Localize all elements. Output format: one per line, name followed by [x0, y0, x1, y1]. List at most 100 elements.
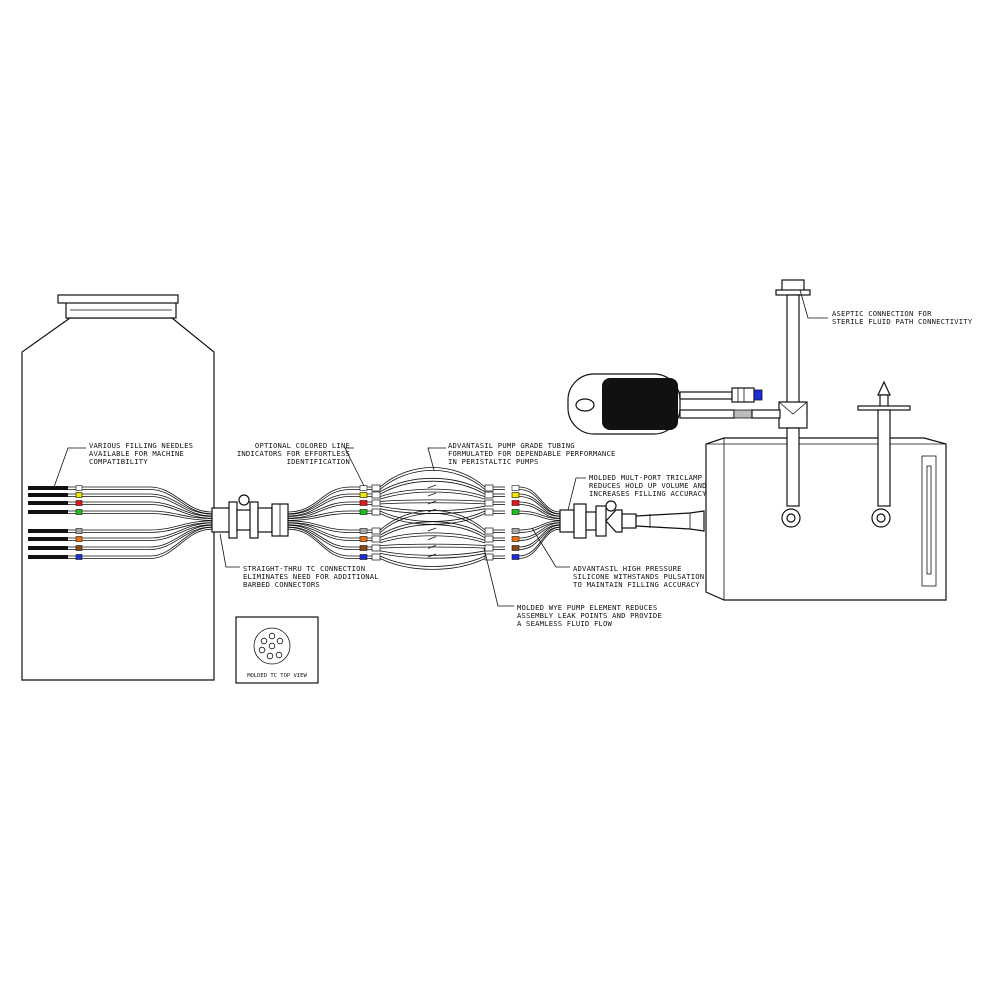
svg-text:ELIMINATES NEED FOR ADDITIONAL: ELIMINATES NEED FOR ADDITIONAL: [243, 572, 379, 581]
distribution-line-edge: [287, 496, 380, 517]
color-indicator: [511, 554, 520, 560]
wye-fitting: [484, 484, 494, 492]
needle-line: [28, 493, 213, 515]
svg-text:IDENTIFICATION: IDENTIFICATION: [287, 457, 350, 466]
callout-straight-thru: STRAIGHT-THRU TC CONNECTION ELIMINATES N…: [243, 564, 379, 589]
pump-tube-edge: [379, 469, 486, 490]
sample-bag: [567, 373, 781, 435]
tube-mark: [427, 544, 437, 549]
distribution-line-edge: [287, 528, 380, 559]
silicone-line-edge: [518, 496, 561, 517]
straight-thru-tc-connector: [211, 494, 289, 539]
color-indicator: [75, 500, 83, 506]
color-indicator: [359, 485, 368, 491]
svg-text:SILICONE WITHSTANDS PULSATION: SILICONE WITHSTANDS PULSATION: [573, 572, 704, 581]
svg-text:COMPATIBILITY: COMPATIBILITY: [89, 457, 148, 466]
color-indicator: [359, 509, 368, 515]
needle-line: [28, 520, 213, 531]
color-indicator: [75, 554, 83, 560]
aseptic-connection-assembly: [775, 279, 811, 528]
color-indicator: [75, 536, 83, 542]
wye-fitting: [371, 527, 381, 535]
pump-tube: [379, 555, 486, 567]
silicone-line: [518, 510, 561, 519]
distribution-line-edge: [287, 504, 380, 519]
tube-mark: [427, 500, 437, 505]
silicone-line: [518, 493, 561, 515]
wye-fitting: [484, 527, 494, 535]
svg-text:STRAIGHT-THRU TC CONNECTION: STRAIGHT-THRU TC CONNECTION: [243, 564, 365, 573]
filling-needle-lines: [28, 485, 213, 560]
distribution-line: [287, 520, 380, 531]
needle-line: [28, 510, 213, 519]
color-indicator: [75, 492, 83, 498]
pump-tube: [379, 488, 486, 497]
svg-text:TO MAINTAIN FILLING ACCURACY: TO MAINTAIN FILLING ACCURACY: [573, 580, 700, 589]
distribution-line: [287, 527, 380, 557]
pump-tube-edge: [379, 524, 486, 539]
colored-distribution-lines: [287, 484, 381, 561]
distribution-line-edge: [287, 522, 380, 533]
svg-text:BARBED CONNECTORS: BARBED CONNECTORS: [243, 580, 320, 589]
silicone-line: [518, 501, 561, 517]
callout-high-pressure: ADVANTASIL HIGH PRESSURE SILICONE WITHST…: [573, 564, 704, 589]
color-indicator: [75, 485, 83, 491]
color-indicator: [75, 528, 83, 534]
pump-tube: [379, 550, 486, 556]
silicone-line: [518, 486, 561, 513]
svg-text:IN PERISTALTIC PUMPS: IN PERISTALTIC PUMPS: [448, 457, 539, 466]
pump-tube: [379, 543, 486, 546]
pump-tube-edge: [379, 491, 486, 500]
silicone-line-edge: [518, 513, 561, 521]
filling-needle: [28, 529, 68, 533]
color-indicator: [511, 536, 520, 542]
silicone-line-edge: [518, 489, 561, 515]
silicone-line: [518, 520, 561, 531]
color-indicator: [359, 536, 368, 542]
svg-text:OPTIONAL COLORED LINE: OPTIONAL COLORED LINE: [255, 441, 350, 450]
color-indicator: [75, 545, 83, 551]
color-indicator: [511, 509, 520, 515]
needle-line: [28, 524, 213, 548]
multi-port-triclamp: [559, 500, 705, 539]
color-indicator: [511, 492, 520, 498]
silicone-line-edge: [518, 504, 561, 519]
callout-wye-element: MOLDED WYE PUMP ELEMENT REDUCES ASSEMBLY…: [517, 603, 662, 628]
pump-tube-edge: [379, 480, 486, 495]
color-indicator: [511, 528, 520, 534]
color-indicator: [359, 545, 368, 551]
svg-text:REDUCES HOLD UP VOLUME AND: REDUCES HOLD UP VOLUME AND: [589, 481, 707, 490]
wye-fitting: [371, 508, 381, 516]
wye-fitting: [371, 499, 381, 507]
wye-fitting: [484, 491, 494, 499]
pump-tube-edge: [379, 546, 486, 549]
needle-line-edge: [28, 489, 213, 515]
needle-line-edge: [28, 526, 213, 550]
pump-tube: [379, 478, 486, 493]
needle-line-edge: [28, 522, 213, 533]
svg-text:ADVANTASIL PUMP GRADE TUBING: ADVANTASIL PUMP GRADE TUBING: [448, 441, 575, 450]
needle-line: [28, 527, 213, 557]
svg-text:MOLDED MULT-PORT TRICLAMP: MOLDED MULT-PORT TRICLAMP: [589, 473, 702, 482]
color-indicator: [511, 545, 520, 551]
filling-needle: [28, 555, 68, 559]
silicone-line-edge: [518, 524, 561, 541]
wye-fitting: [484, 553, 494, 561]
silicone-line-edge: [518, 528, 561, 559]
pump-tube: [379, 521, 486, 536]
distribution-line-edge: [287, 526, 380, 550]
needle-line: [28, 486, 213, 513]
pump-tube-edge: [379, 552, 486, 559]
tube-mark: [427, 527, 437, 532]
svg-text:ADVANTASIL HIGH PRESSURE: ADVANTASIL HIGH PRESSURE: [573, 564, 682, 573]
pump-tube: [379, 510, 486, 531]
svg-text:INDICATORS FOR EFFORTLESS: INDICATORS FOR EFFORTLESS: [237, 449, 350, 458]
distribution-line: [287, 522, 380, 539]
pump-tube-edge: [379, 508, 486, 514]
wye-fitting: [371, 553, 381, 561]
color-indicator: [511, 500, 520, 506]
wye-fitting: [371, 484, 381, 492]
svg-text:INCREASES FILLING ACCURACY: INCREASES FILLING ACCURACY: [589, 489, 707, 498]
filling-needle: [28, 486, 68, 490]
